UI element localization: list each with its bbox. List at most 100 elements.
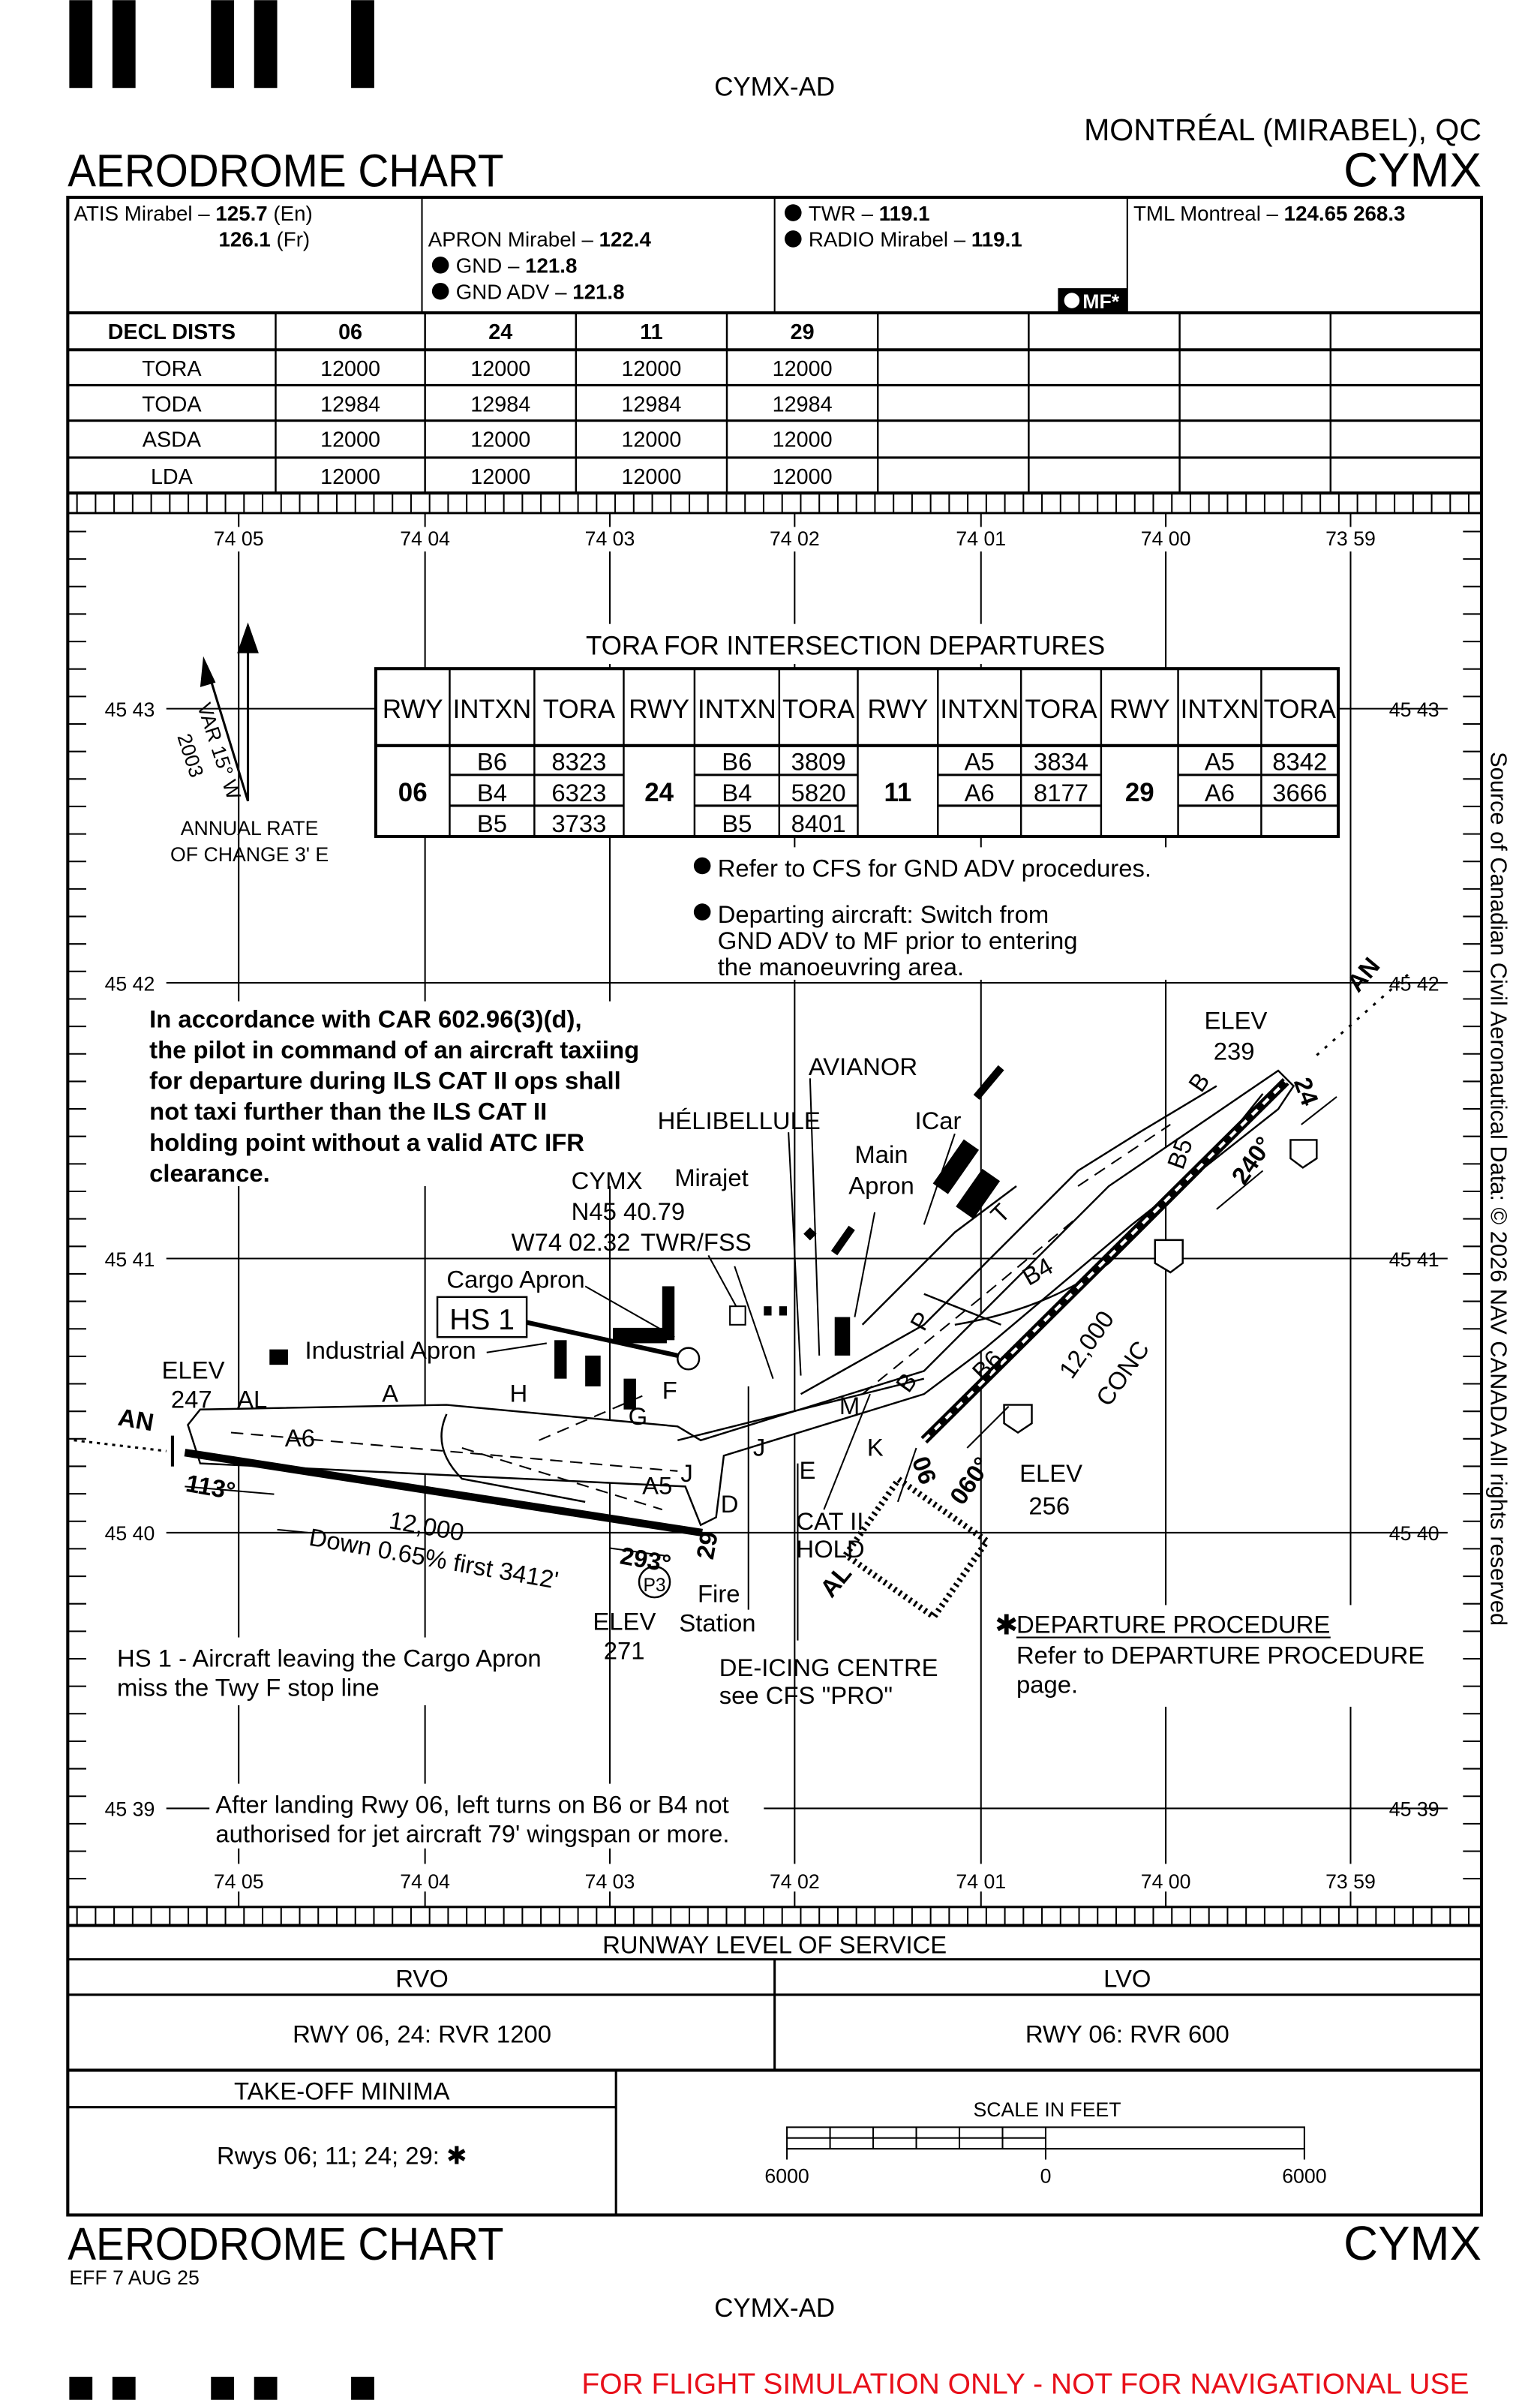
tora-intxn: B6 bbox=[722, 748, 752, 776]
hs1-marker bbox=[677, 1347, 701, 1371]
lat-label-right: 45 39 bbox=[1389, 1798, 1439, 1821]
p3-symbol bbox=[638, 1565, 671, 1599]
tora-intxn: A6 bbox=[965, 779, 995, 807]
level-of-service-title: RUNWAY LEVEL OF SERVICE bbox=[602, 1930, 947, 1958]
map-label-twy-b: B bbox=[1183, 1068, 1215, 1097]
map-label-twy-h: H bbox=[510, 1379, 528, 1407]
decl-cell: 12984 bbox=[621, 392, 681, 416]
annual-rate-value: OF CHANGE 3' E bbox=[170, 843, 329, 866]
gnd-symbol-icon bbox=[431, 257, 449, 274]
departure-procedure-page: page. bbox=[1016, 1670, 1078, 1698]
copyright-text: Source of Canadian Civil Aeronautical Da… bbox=[1485, 752, 1511, 1626]
lon-label-bottom: 74 04 bbox=[400, 1870, 450, 1893]
tora-col-header: TORA bbox=[1025, 695, 1097, 724]
hs1-leader bbox=[523, 1319, 678, 1358]
car-note-line: holding point without a valid ATC IFR bbox=[149, 1128, 584, 1156]
footer-title: AERODROME CHART bbox=[68, 2218, 503, 2270]
lon-label-top: 74 01 bbox=[956, 527, 1006, 550]
departure-procedure-note: Refer to DEPARTURE PROCEDURE bbox=[1016, 1641, 1424, 1669]
hs1-box bbox=[436, 1296, 528, 1338]
map-label-avianor: AVIANOR bbox=[809, 1053, 917, 1080]
leader-lines bbox=[486, 1078, 956, 1641]
lon-label-bottom: 74 00 bbox=[1141, 1870, 1191, 1893]
tora-col-header: INTXN bbox=[698, 695, 776, 724]
lat-label-left: 45 41 bbox=[105, 1248, 155, 1271]
asterisk-icon: ✱ bbox=[995, 1609, 1018, 1640]
effective-date: EFF 7 AUG 25 bbox=[69, 2266, 199, 2289]
tora-col-header: RWY bbox=[1109, 695, 1170, 724]
taxiway-system bbox=[187, 1069, 1295, 1527]
car-note-line: not taxi further than the ILS CAT II bbox=[149, 1098, 547, 1125]
departing-note-icon bbox=[693, 903, 711, 921]
lat-label-left: 45 39 bbox=[105, 1798, 155, 1821]
gnd-adv-freq: GND ADV – 121.8 bbox=[456, 280, 625, 303]
map-label-cargo-apron: Cargo Apron bbox=[446, 1266, 584, 1293]
landing-note-1: After landing Rwy 06, left turns on B6 o… bbox=[215, 1791, 728, 1819]
radio-freq: RADIO Mirabel – 119.1 bbox=[809, 228, 1022, 251]
takeoff-minima: TAKE-OFF MINIMA Rwys 06; 11; 24; 29: ✱ bbox=[68, 2070, 617, 2215]
lat-label-left: 45 42 bbox=[105, 972, 155, 995]
twr-symbol-icon bbox=[785, 204, 802, 221]
gnd-adv-note-icon bbox=[693, 857, 711, 875]
chart-frame bbox=[66, 195, 1484, 2217]
decl-cell: 12000 bbox=[773, 428, 833, 452]
takeoff-minima-value: Rwys 06; 11; 24; 29: ✱ bbox=[217, 2142, 467, 2170]
decl-cell: 12984 bbox=[470, 392, 530, 416]
scale-mid: 0 bbox=[1040, 2164, 1052, 2187]
decl-cell: 12000 bbox=[773, 465, 833, 489]
gnd-adv-symbol-icon bbox=[431, 282, 449, 300]
lvo-value: RWY 06: RVR 600 bbox=[1025, 2020, 1229, 2047]
level-of-service-table: RUNWAY LEVEL OF SERVICE RVO LVO RWY 06, … bbox=[68, 1924, 1481, 2072]
runway-06-24 bbox=[920, 1078, 1289, 1444]
lon-label-top: 74 02 bbox=[770, 527, 820, 550]
tora-col-header: TORA bbox=[1264, 695, 1337, 724]
lon-label-bottom: 73 59 bbox=[1325, 1870, 1376, 1893]
tora-intxn: B6 bbox=[477, 748, 507, 776]
magnetic-variation-indicator: VAR 15° W 2003 ANNUAL RATE OF CHANGE 3' … bbox=[170, 622, 329, 866]
rvo-label: RVO bbox=[395, 1965, 449, 1993]
lon-label-bottom: 74 01 bbox=[956, 1870, 1006, 1893]
lon-label-bottom: 74 05 bbox=[214, 1870, 264, 1893]
map-label-hdg-113: 113° bbox=[184, 1469, 238, 1505]
map-label-cat2-1: CAT II bbox=[796, 1507, 863, 1535]
tora-value: 3666 bbox=[1272, 779, 1327, 807]
map-label-elev-256: 256 bbox=[1028, 1491, 1070, 1519]
scale-left: 6000 bbox=[764, 2164, 809, 2187]
lat-label-right: 45 43 bbox=[1389, 698, 1439, 721]
map-label-al: AL bbox=[237, 1386, 267, 1413]
departing-note-3: the manoeuvring area. bbox=[718, 953, 964, 981]
map-label-elev-271: 271 bbox=[604, 1636, 645, 1664]
runway-11-29 bbox=[184, 1449, 703, 1537]
decl-header-cell: 11 bbox=[640, 320, 662, 344]
decl-cell: TORA bbox=[142, 357, 202, 381]
map-label-icar: ICar bbox=[914, 1107, 961, 1134]
decl-header-cell: 24 bbox=[488, 320, 512, 344]
footer-ident: CYMX bbox=[1343, 2217, 1481, 2270]
tora-rwy-29: 29 bbox=[1125, 778, 1154, 807]
lvo-label: LVO bbox=[1103, 1965, 1151, 1993]
tora-value: 8323 bbox=[551, 748, 606, 776]
tora-col-header: INTXN bbox=[1181, 695, 1259, 724]
map-label-cat2-2: HOLD bbox=[796, 1535, 864, 1563]
radio-symbol-icon bbox=[785, 230, 802, 248]
lat-label-left: 45 43 bbox=[105, 698, 155, 721]
atis-freq-fr: 126.1 (Fr) bbox=[219, 228, 311, 251]
lon-label-top: 74 05 bbox=[214, 527, 264, 550]
tora-col-header: RWY bbox=[629, 695, 689, 724]
map-label-twy-t: T bbox=[985, 1198, 1015, 1228]
mf-badge-label: MF* bbox=[1082, 290, 1120, 313]
map-label-elev-247: 247 bbox=[171, 1386, 212, 1413]
map-label-an: AN bbox=[116, 1403, 156, 1437]
map-label-twy-j: J bbox=[753, 1433, 765, 1461]
decl-cell: 12984 bbox=[320, 392, 380, 416]
tora-value: 8401 bbox=[791, 810, 846, 837]
tora-value: 8177 bbox=[1034, 779, 1088, 807]
map-label-apron: Apron bbox=[848, 1171, 914, 1199]
map-label-elev: ELEV bbox=[1019, 1459, 1082, 1487]
departing-note-2: GND ADV to MF prior to entering bbox=[718, 927, 1078, 954]
approach-lights-11 bbox=[74, 1439, 167, 1452]
map-label-fire-2: Station bbox=[679, 1609, 755, 1636]
tora-intxn: A5 bbox=[965, 748, 995, 776]
gnd-adv-note: Refer to CFS for GND ADV procedures. bbox=[718, 854, 1151, 882]
